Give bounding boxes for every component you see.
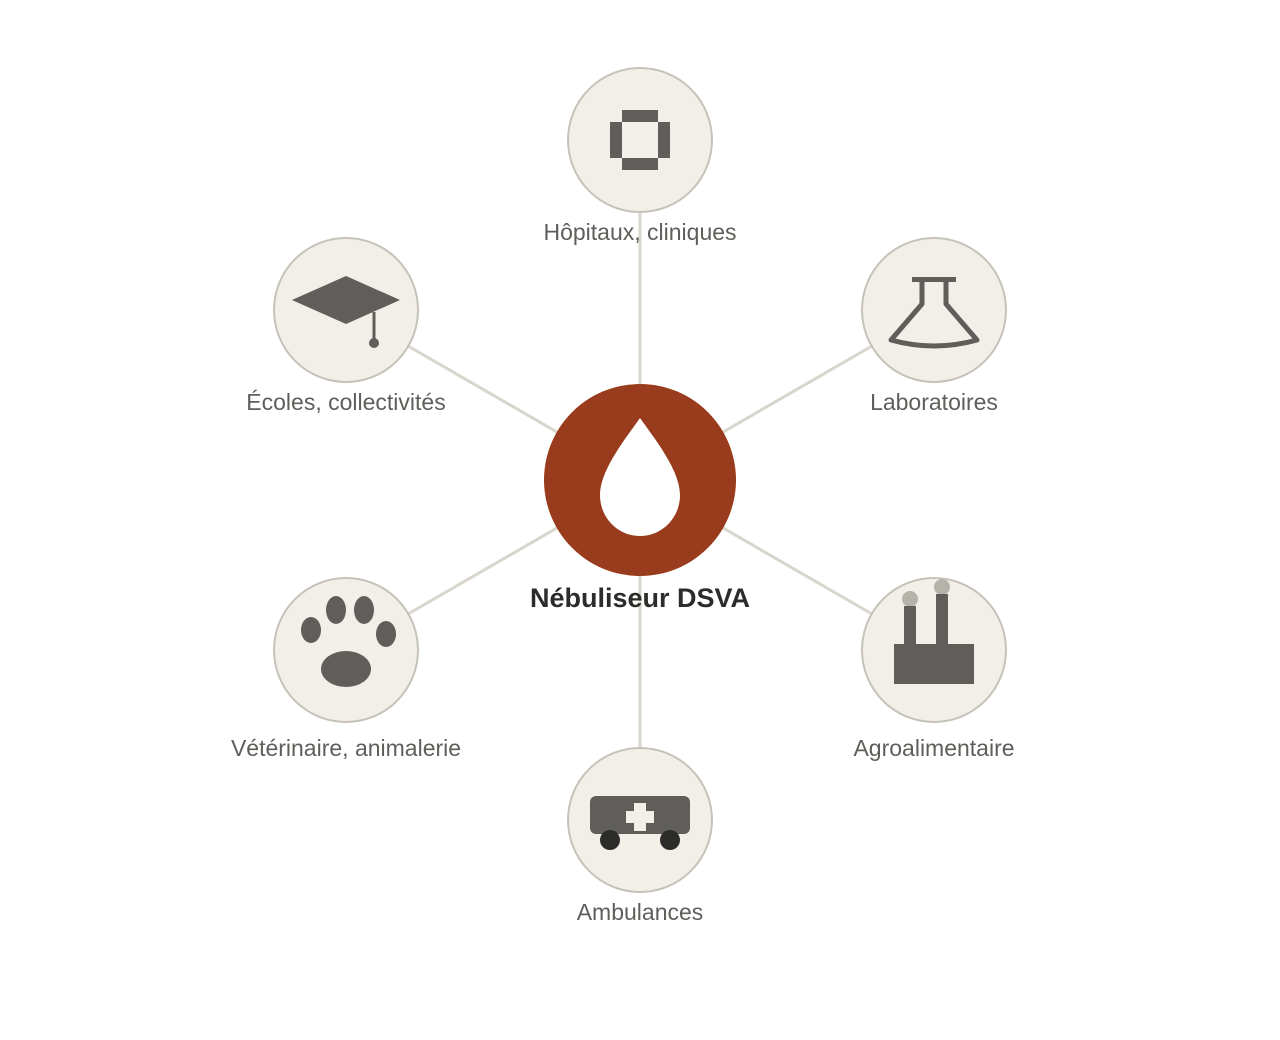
node-food-industry: Agroalimentaire	[853, 577, 1015, 761]
node-laboratories-circle	[861, 237, 1007, 383]
node-laboratories: Laboratoires	[861, 237, 1007, 415]
node-hospitals-circle	[567, 67, 713, 213]
ambulance-icon	[590, 796, 690, 850]
graduation-cap-icon	[292, 276, 400, 348]
node-hospitals-label: Hôpitaux, cliniques	[543, 219, 736, 245]
node-veterinary-circle	[273, 577, 419, 723]
center-label: Nébuliseur DSVA	[530, 583, 750, 613]
node-schools-label: Écoles, collectivités	[246, 389, 445, 415]
node-ambulances-label: Ambulances	[577, 899, 704, 925]
node-veterinary-label: Vétérinaire, animalerie	[231, 735, 461, 761]
node-food-industry-label: Agroalimentaire	[853, 735, 1014, 761]
node-schools: Écoles, collectivités	[246, 237, 446, 415]
medical-cross-icon	[610, 110, 670, 170]
droplet-icon	[600, 418, 680, 536]
factory-icon	[894, 579, 974, 684]
node-ambulances: Ambulances	[567, 747, 713, 925]
flask-icon	[888, 277, 980, 349]
center-node: Nébuliseur DSVA	[530, 384, 750, 613]
node-veterinary: Vétérinaire, animalerie	[231, 577, 461, 761]
node-hospitals: Hôpitaux, cliniques	[543, 67, 737, 245]
node-laboratories-label: Laboratoires	[870, 389, 998, 415]
paw-icon	[301, 596, 396, 687]
